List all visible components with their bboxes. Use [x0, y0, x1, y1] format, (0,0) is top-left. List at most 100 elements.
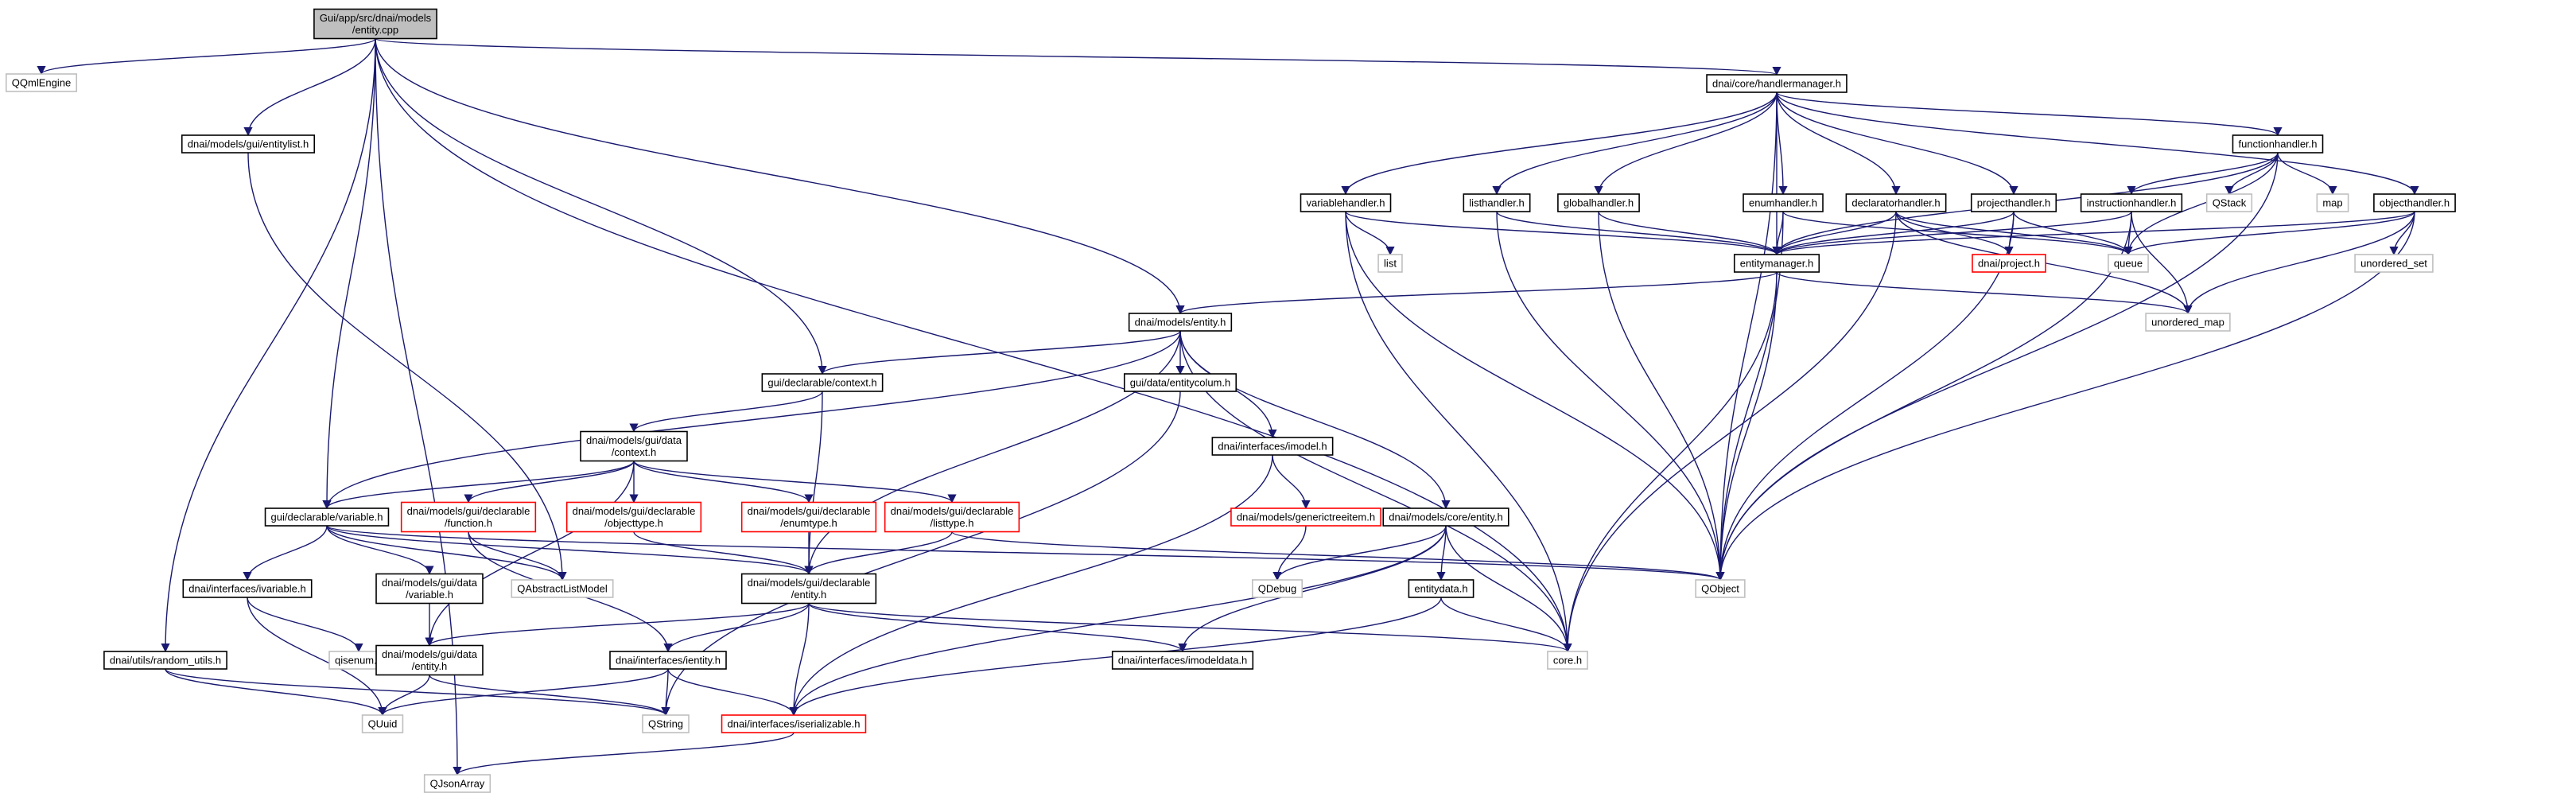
graph-node[interactable]: qisenum.h	[328, 651, 389, 670]
graph-edge	[165, 668, 387, 717]
graph-node-label: projecthandler.h	[1977, 197, 2051, 209]
graph-node[interactable]: Gui/app/src/dnai/models/entity.cpp	[313, 8, 437, 40]
graph-node-box	[5, 73, 78, 92]
graph-node[interactable]: objecthandler.h	[2373, 193, 2456, 212]
graph-node-box	[1382, 507, 1509, 527]
graph-node[interactable]: map	[2316, 193, 2349, 212]
graph-node[interactable]: QStack	[2205, 193, 2253, 212]
graph-edge	[661, 391, 1181, 717]
graph-edge	[2277, 152, 2337, 196]
graph-node[interactable]: listhandler.h	[1463, 193, 1531, 212]
graph-node-box	[375, 644, 484, 676]
graph-node[interactable]: dnai/core/handlermanager.h	[1706, 74, 1847, 93]
graph-node[interactable]: globalhandler.h	[1557, 193, 1640, 212]
graph-node[interactable]: queue	[2108, 254, 2149, 273]
graph-node-label: QQmlEngine	[12, 77, 71, 89]
graph-node[interactable]: dnai/project.h	[1972, 254, 2046, 273]
graph-node-box	[740, 573, 877, 605]
graph-node[interactable]: dnai/interfaces/ivariable.h	[182, 579, 313, 598]
graph-node[interactable]: dnai/interfaces/imodel.h	[1211, 437, 1334, 456]
graph-node-label: dnai/interfaces/ientity.h	[616, 655, 721, 667]
graph-node[interactable]: dnai/models/gui/declarable/listtype.h	[884, 501, 1020, 533]
graph-edge	[1715, 152, 2279, 581]
graph-node-box	[264, 507, 390, 527]
graph-node[interactable]: dnai/models/gui/entitylist.h	[181, 134, 316, 154]
graph-node[interactable]: entitymanager.h	[1733, 254, 1820, 273]
graph-edge	[247, 597, 387, 717]
graph-edge	[1345, 211, 1781, 256]
graph-node[interactable]: gui/data/entitycolum.h	[1123, 373, 1237, 392]
graph-edge	[804, 531, 953, 575]
graph-node[interactable]: gui/declarable/variable.h	[264, 507, 390, 527]
graph-node[interactable]: projecthandler.h	[1970, 193, 2057, 212]
graph-edge	[326, 525, 1725, 581]
graph-edge	[633, 460, 957, 504]
graph-edge	[2127, 152, 2279, 196]
graph-node-label: unordered_map	[2151, 317, 2224, 329]
graph-node[interactable]: QJsonArray	[423, 774, 491, 793]
graph-node[interactable]: list	[1377, 254, 1403, 273]
graph-edge	[661, 668, 670, 717]
graph-edge	[633, 531, 814, 575]
graph-node-label: dnai/models/gui/entitylist.h	[188, 138, 309, 150]
graph-node-label: globalhandler.h	[1564, 197, 1634, 209]
graph-node[interactable]: unordered_set	[2354, 254, 2434, 273]
graph-node[interactable]: dnai/utils/random_utils.h	[103, 651, 227, 670]
graph-node[interactable]: QAbstractListModel	[511, 579, 614, 598]
graph-node-box	[761, 373, 884, 392]
graph-edge	[2131, 211, 2193, 315]
graph-node[interactable]: QUuid	[361, 714, 404, 733]
graph-node[interactable]: QObject	[1695, 579, 1746, 598]
graph-node[interactable]: dnai/models/gui/data/entity.h	[375, 644, 484, 676]
graph-node[interactable]: dnai/models/gui/data/variable.h	[375, 573, 484, 605]
graph-node[interactable]: gui/declarable/context.h	[761, 373, 884, 392]
graph-edge	[1776, 271, 2193, 315]
graph-node[interactable]: dnai/models/entity.h	[1128, 313, 1233, 332]
graph-edge	[1715, 211, 2015, 581]
graph-node[interactable]: dnai/models/core/entity.h	[1382, 507, 1509, 527]
graph-node-box	[423, 774, 491, 793]
graph-node[interactable]: dnai/interfaces/ientity.h	[609, 651, 727, 670]
graph-node[interactable]: declaratorhandler.h	[1845, 193, 1947, 212]
graph-node-label: QString	[648, 718, 683, 730]
graph-node[interactable]: entitydata.h	[1408, 579, 1474, 598]
graph-node-label: functionhandler.h	[2238, 138, 2317, 150]
graph-node-label: qisenum.h	[335, 655, 383, 667]
graph-edge	[2123, 152, 2279, 256]
graph-node[interactable]: core.h	[1547, 651, 1588, 670]
graph-node[interactable]: dnai/models/gui/declarable/entity.h	[740, 573, 877, 605]
graph-edge	[667, 668, 798, 717]
graph-node[interactable]: enumhandler.h	[1743, 193, 1824, 212]
graph-edge	[375, 38, 1572, 653]
graph-node-label: /function.h	[445, 517, 492, 529]
graph-node-label: QStack	[2213, 197, 2247, 209]
graph-node[interactable]: dnai/models/gui/declarable/enumtype.h	[740, 501, 877, 533]
graph-edge	[37, 37, 376, 76]
graph-node[interactable]: QDebug	[1251, 579, 1304, 598]
graph-node[interactable]: dnai/models/gui/data/context.h	[580, 430, 688, 462]
graph-node[interactable]: QString	[642, 714, 690, 733]
graph-node-box	[740, 501, 877, 533]
graph-edge	[326, 525, 567, 581]
graph-edge	[1175, 271, 1778, 315]
graph-edge	[789, 525, 1447, 717]
graph-edge	[2224, 152, 2279, 196]
graph-node[interactable]: dnai/interfaces/imodeldata.h	[1111, 651, 1254, 670]
graph-node[interactable]: dnai/interfaces/iserializable.h	[721, 714, 867, 733]
graph-node-box	[642, 714, 690, 733]
graph-node[interactable]: QQmlEngine	[5, 73, 78, 92]
graph-node[interactable]: functionhandler.h	[2232, 134, 2324, 154]
graph-node[interactable]: dnai/models/gui/declarable/objecttype.h	[565, 501, 702, 533]
graph-node-label: dnai/models/generictreeitem.h	[1237, 511, 1375, 523]
graph-node[interactable]: dnai/models/generictreeitem.h	[1230, 507, 1381, 527]
graph-node-box	[2354, 254, 2434, 273]
graph-edge	[322, 330, 1181, 510]
graph-node[interactable]: unordered_map	[2145, 313, 2231, 332]
graph-node-label: map	[2322, 197, 2342, 209]
graph-node-box	[1251, 579, 1304, 598]
graph-node-box	[1463, 193, 1531, 212]
graph-node[interactable]: variablehandler.h	[1300, 193, 1392, 212]
graph-node[interactable]: dnai/models/gui/declarable/function.h	[400, 501, 537, 533]
graph-edge	[808, 602, 1572, 653]
graph-node[interactable]: instructionhandler.h	[2080, 193, 2183, 212]
